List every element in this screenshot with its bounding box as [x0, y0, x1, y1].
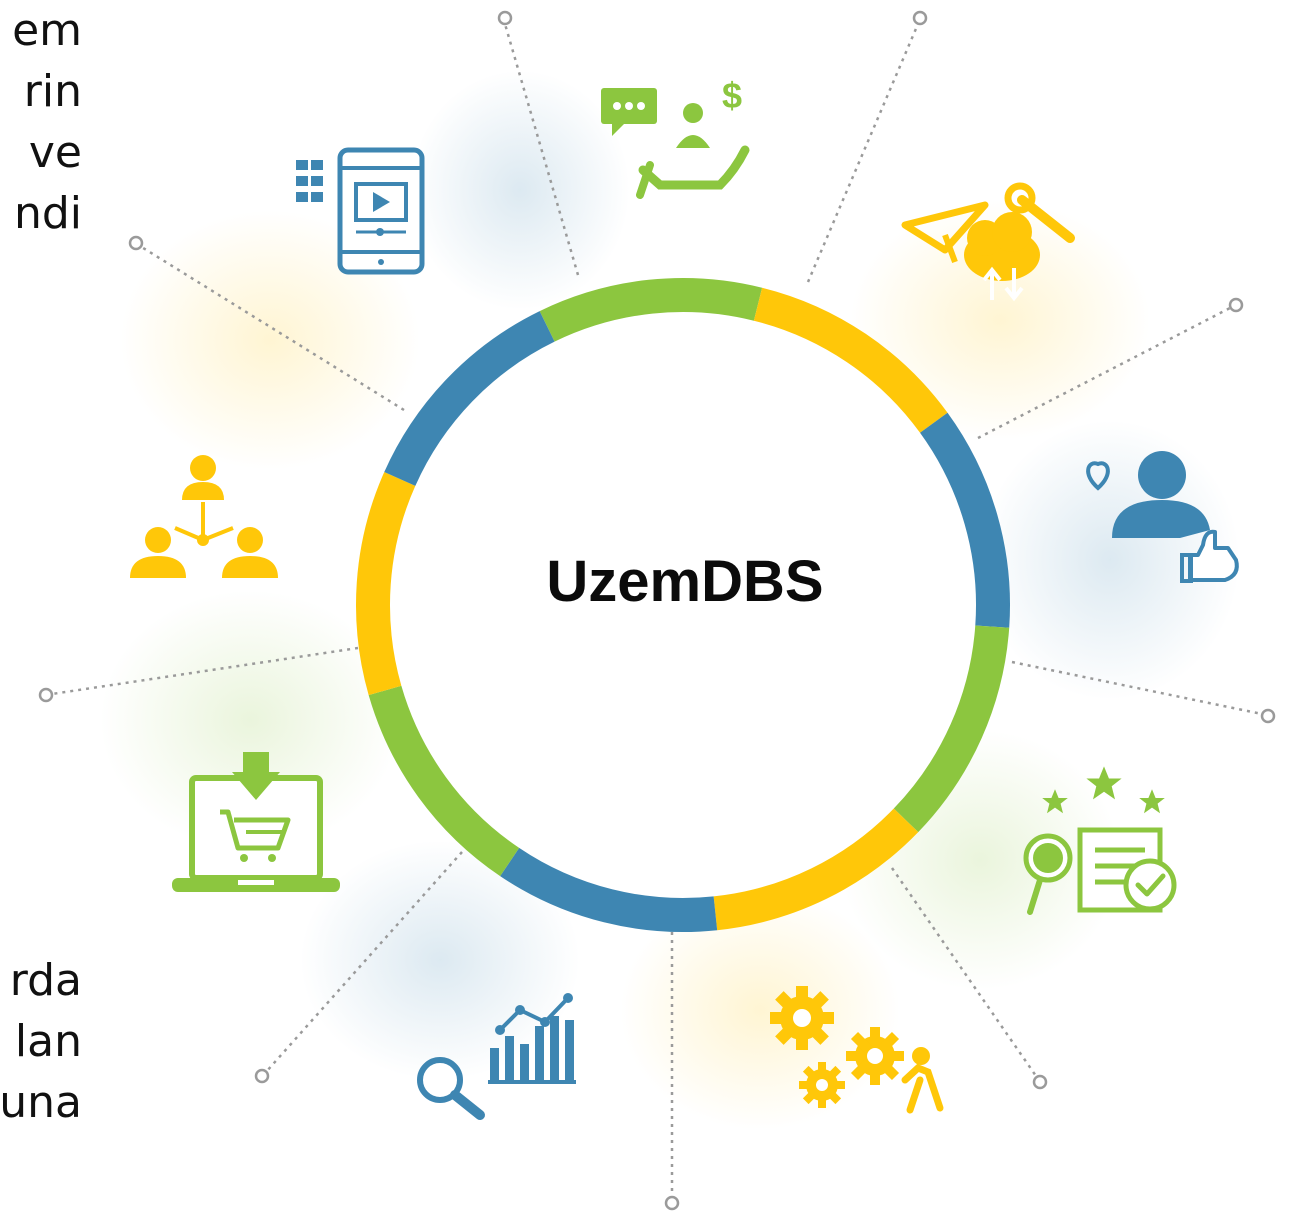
chat-support-money-icon: $: [601, 75, 750, 199]
text-line: ve: [28, 127, 82, 178]
svg-text:$: $: [722, 75, 742, 116]
spoke-end-circles: [38, 10, 1276, 1211]
gears-person-icon: [770, 986, 944, 1114]
segmented-ring: [356, 278, 1010, 932]
text-line: lan: [14, 1016, 82, 1067]
ring-segment-blue: [500, 847, 718, 932]
review-stars-icon: [1023, 766, 1177, 915]
text-line: rda: [9, 955, 82, 1006]
ring-segment-blue: [919, 412, 1010, 628]
ring-segment-green: [893, 625, 1010, 833]
background-glows: [100, 70, 1240, 1130]
ring-segment-green: [539, 278, 763, 342]
ring-segment-yellow: [356, 472, 416, 696]
ring-segment-blue: [384, 311, 555, 486]
laptop-cart-icon: [172, 752, 340, 892]
text-line: una: [0, 1077, 82, 1128]
text-line: rin: [23, 66, 82, 117]
send-cloud-tools-icon: [901, 182, 1075, 302]
text-line: ndi: [13, 188, 82, 239]
analytics-search-icon: [417, 993, 576, 1120]
dotted-spokes: [51, 23, 1263, 1196]
ring-segment-green: [368, 685, 520, 877]
text-line: em: [12, 5, 82, 56]
center-title: UzemDBS: [546, 549, 824, 614]
network-people-icon: [130, 455, 278, 578]
mobile-video-icon: [296, 147, 425, 275]
user-like-icon: [1086, 451, 1239, 583]
left-text-fragment-top: em rin ve ndi: [12, 0, 82, 244]
ring-segment-yellow: [713, 808, 919, 931]
ring-segment-yellow: [753, 287, 948, 433]
center-circle: [358, 280, 1008, 930]
left-text-fragment-bottom: rda lan una: [0, 950, 82, 1133]
